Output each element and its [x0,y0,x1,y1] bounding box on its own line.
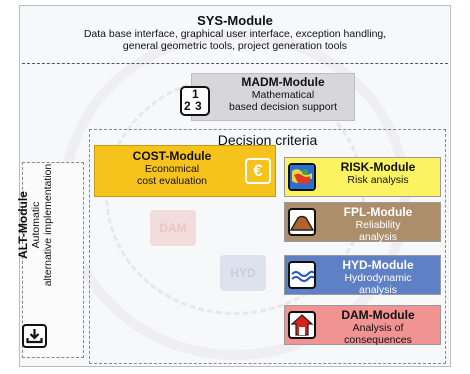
ranking-icon-digit-1: 1 [192,87,199,101]
ghost-hyd-tile: HYD [220,255,266,291]
fpl-module-desc-line1: Reliability [355,219,401,231]
fpl-module-desc-line2: analysis [359,231,397,243]
madm-module-desc-line1: Mathematical [251,89,315,101]
dam-module-desc-line1: Analysis of [352,322,404,334]
risk-map-icon [288,163,316,191]
risk-module-text: RISK-Module Risk analysis [317,160,439,186]
dam-module-title: DAM-Module [341,308,415,322]
ranking-icon-digit-2: 2 [184,99,191,113]
fpl-module: FPL-Module Reliability analysis [284,202,441,243]
risk-module-title: RISK-Module [340,160,416,174]
alt-module-title: ALT-Module [16,191,30,259]
madm-module-text: MADM-Module Mathematical based decision … [211,75,355,113]
cost-module-text: COST-Module Economical cost evaluation [99,149,245,187]
cost-module-desc-line2: cost evaluation [136,175,208,187]
alt-module-text: ALT-Module Automatic alternative impleme… [16,150,54,300]
sys-module-desc-line2: general geometric tools, project generat… [122,40,348,52]
dam-module-text: DAM-Module Analysis of consequences [317,308,439,346]
ranking-icon: 1 2 3 [180,86,210,116]
hyd-module-text: HYD-Module Hydrodynamic analysis [317,258,439,296]
hyd-module-title: HYD-Module [342,258,414,272]
risk-module: RISK-Module Risk analysis [284,157,441,197]
hyd-module: HYD-Module Hydrodynamic analysis [284,255,441,296]
ranking-icon-digit-3: 3 [195,99,202,113]
damage-house-icon [288,311,316,339]
ghost-dam-tile: DAM [150,210,196,246]
dike-icon [288,208,316,236]
alt-module-desc-line1: Automatic [30,201,42,249]
sys-module-desc-line1: Data base interface, graphical user inte… [83,28,387,40]
sys-module: SYS-Module Data base interface, graphica… [22,8,448,66]
wave-icon [288,261,316,289]
sys-module-title: SYS-Module [197,13,273,28]
madm-module-desc-line2: based decision support [229,101,337,113]
cost-module: COST-Module Economical cost evaluation € [94,145,276,197]
cost-module-title: COST-Module [132,149,212,163]
risk-module-desc-line1: Risk analysis [347,174,409,186]
decision-criteria-group [89,129,446,364]
sys-divider [22,63,448,64]
fpl-module-title: FPL-Module [343,205,413,219]
dam-module-desc-line2: consequences [344,334,412,346]
madm-module: 1 2 3 MADM-Module Mathematical based dec… [179,71,355,123]
hyd-module-desc-line2: analysis [359,284,397,296]
alt-module-desc-line2: alternative implementation [42,163,54,287]
dam-module: DAM-Module Analysis of consequences [284,305,441,346]
fpl-module-text: FPL-Module Reliability analysis [317,205,439,243]
decision-criteria-title: Decision criteria [217,132,318,148]
euro-icon: € [245,158,271,184]
hyd-module-desc-line1: Hydrodynamic [344,272,412,284]
download-icon [22,324,47,348]
madm-module-title: MADM-Module [241,75,325,89]
cost-module-desc-line1: Economical [144,163,200,175]
